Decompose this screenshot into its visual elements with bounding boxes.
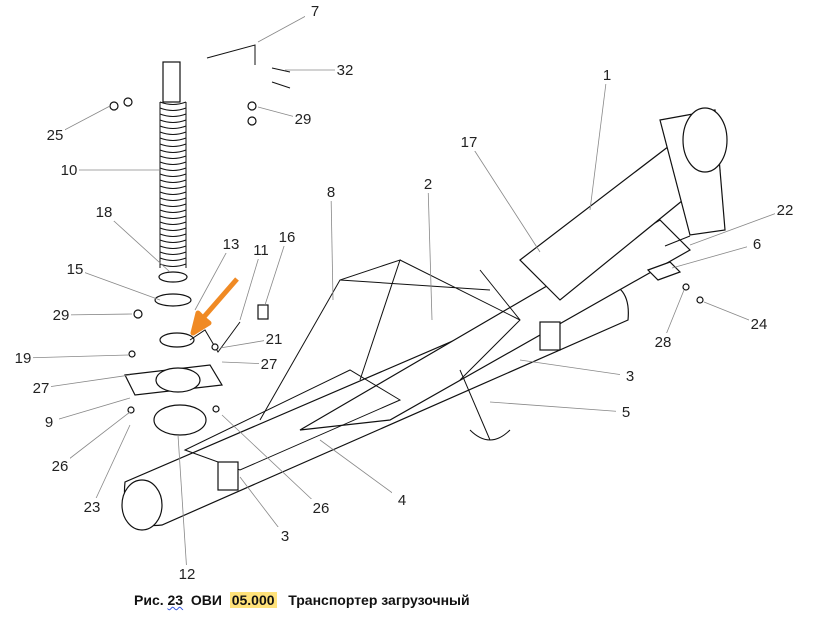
callout-number: 27 [33, 380, 50, 397]
callout-number: 9 [45, 414, 53, 431]
leader-line [59, 411, 131, 467]
callout-background [418, 175, 438, 193]
callout-background [597, 66, 617, 84]
product-name: ОВИ [190, 592, 222, 608]
leader-line [221, 414, 322, 509]
callout-background [311, 499, 331, 517]
callout-number: 5 [622, 404, 630, 421]
callout-number: 7 [311, 3, 319, 20]
callout-background [459, 133, 479, 151]
callout-number: 2 [424, 176, 432, 193]
callout-number: 22 [777, 202, 794, 219]
callout-number: 3 [626, 368, 634, 385]
frame [183, 259, 561, 491]
leader-line [60, 313, 133, 316]
callout-background [392, 491, 412, 509]
callout-background [50, 457, 70, 475]
callout-number: 17 [461, 134, 478, 151]
callout-background [259, 355, 279, 373]
callout-background [82, 498, 102, 516]
callout-number: 13 [223, 236, 240, 253]
callout-number: 29 [295, 111, 312, 128]
leader-line [589, 74, 608, 211]
callout-number: 8 [327, 184, 335, 201]
leader-line [489, 401, 627, 413]
callout-number: 3 [281, 528, 289, 545]
leader-line [74, 268, 161, 301]
orange-pointer-arrow [190, 277, 239, 336]
callout-background [321, 183, 341, 201]
leader-line [519, 359, 631, 377]
callout-background [616, 403, 636, 421]
callout-background [620, 367, 640, 385]
callout-background [59, 161, 79, 179]
caption-title: Транспортер загрузочный [288, 592, 470, 608]
callout-number: 10 [61, 162, 78, 179]
callout-number: 32 [337, 62, 354, 79]
callout-background [177, 565, 197, 583]
callout-background [31, 379, 51, 397]
small-hardware [109, 67, 704, 414]
callout-background [275, 527, 295, 545]
callout-number: 16 [279, 229, 296, 246]
callout-number: 29 [53, 307, 70, 324]
callout-number: 23 [84, 499, 101, 516]
callout-number: 26 [52, 458, 69, 475]
figure-caption: Рис. 23 ОВИ 05.000 Транспортер загрузочн… [134, 592, 470, 608]
callout-background [747, 235, 767, 253]
callout-number: 19 [15, 350, 32, 367]
callout-background [277, 228, 297, 246]
callout-number: 21 [266, 331, 283, 348]
leader-line [671, 243, 758, 269]
leader-line [689, 209, 786, 246]
figure-number: 23 [167, 592, 184, 608]
callout-background [51, 306, 71, 324]
leader-line [239, 249, 262, 321]
leader-line [22, 354, 129, 359]
callout-number: 11 [253, 242, 269, 259]
leader-line [264, 236, 288, 306]
callout-background [94, 203, 114, 221]
callout-background [775, 201, 795, 219]
leader-line [330, 191, 334, 301]
callout-number: 26 [313, 500, 330, 517]
callout-background [305, 2, 325, 20]
callout-number: 1 [603, 67, 611, 84]
callout-background [13, 349, 33, 367]
conveyor-trough [299, 107, 728, 431]
part-code: 05.000 [229, 592, 277, 608]
callout-number: 12 [179, 566, 196, 583]
leader-line [103, 211, 171, 273]
callout-background [251, 241, 271, 259]
callout-background [653, 333, 673, 351]
callout-number: 25 [47, 127, 64, 144]
callout-number: 6 [753, 236, 761, 253]
callout-number: 28 [655, 334, 672, 351]
callout-background [264, 330, 284, 348]
callout-number: 4 [398, 492, 406, 509]
leader-line [40, 374, 131, 389]
leader-line [91, 424, 131, 508]
callout-number: 27 [261, 356, 278, 373]
callout-background [749, 315, 769, 333]
spring-column [124, 44, 269, 436]
callout-background [221, 235, 241, 253]
leader-line [319, 439, 403, 501]
leader-line [194, 243, 232, 311]
leader-line [177, 434, 188, 575]
leader-line [239, 476, 286, 537]
callout-number: 24 [751, 316, 768, 333]
callout-number: 18 [96, 204, 113, 221]
callout-background [65, 260, 85, 278]
leader-line [427, 183, 433, 321]
leader-line [48, 397, 131, 423]
callout-background [45, 126, 65, 144]
callout-background [39, 413, 59, 431]
callout-background [335, 61, 355, 79]
callout-background [293, 110, 313, 128]
callout-number: 15 [67, 261, 84, 278]
leader-line [468, 141, 541, 253]
caption-prefix: Рис. [134, 592, 164, 608]
